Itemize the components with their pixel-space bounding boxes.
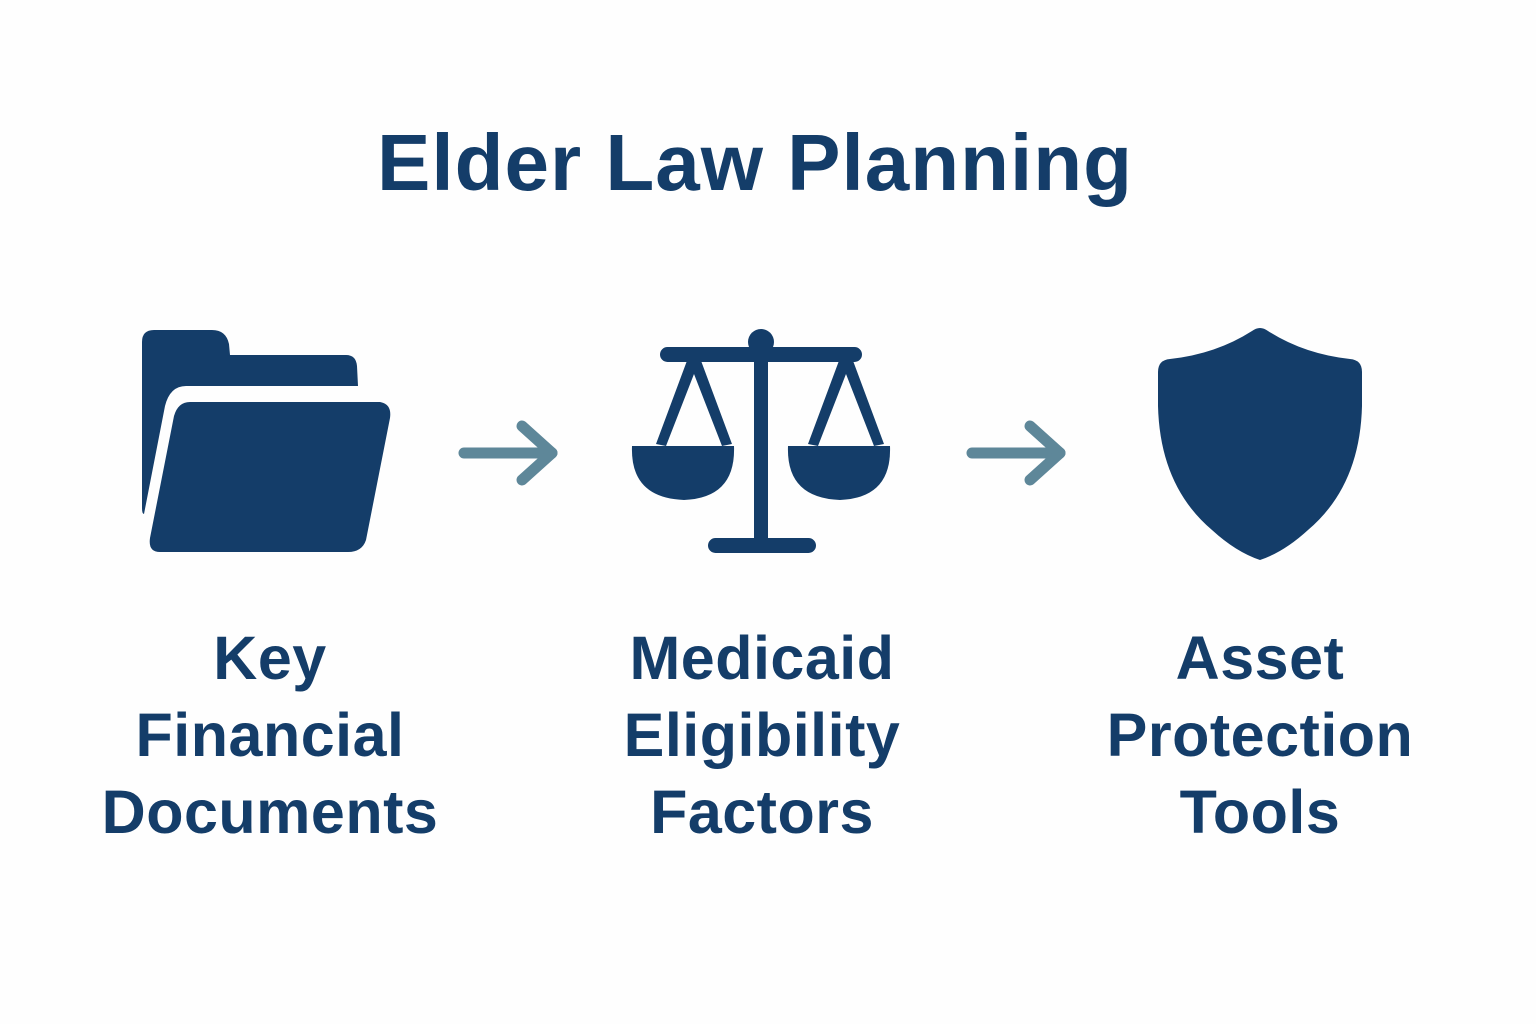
- label-line: Financial: [135, 701, 405, 769]
- arrow-right-icon: [964, 420, 1072, 486]
- label-line: Factors: [650, 778, 874, 846]
- step-label-medicaid-eligibility: Medicaid Eligibility Factors: [552, 620, 972, 851]
- label-line: Asset: [1175, 624, 1345, 692]
- label-line: Medicaid: [629, 624, 895, 692]
- label-line: Key: [213, 624, 327, 692]
- step-label-financial-documents: Key Financial Documents: [60, 620, 480, 851]
- diagram-title: Elder Law Planning: [377, 118, 1133, 207]
- step-label-asset-protection: Asset Protection Tools: [1050, 620, 1470, 851]
- label-line: Protection: [1106, 701, 1414, 769]
- label-line: Eligibility: [623, 701, 901, 769]
- scales-icon: [630, 328, 894, 556]
- label-line: Tools: [1179, 778, 1341, 846]
- folder-icon: [140, 328, 396, 556]
- shield-icon: [1156, 326, 1364, 562]
- arrow-right-icon: [456, 420, 564, 486]
- label-line: Documents: [101, 778, 439, 846]
